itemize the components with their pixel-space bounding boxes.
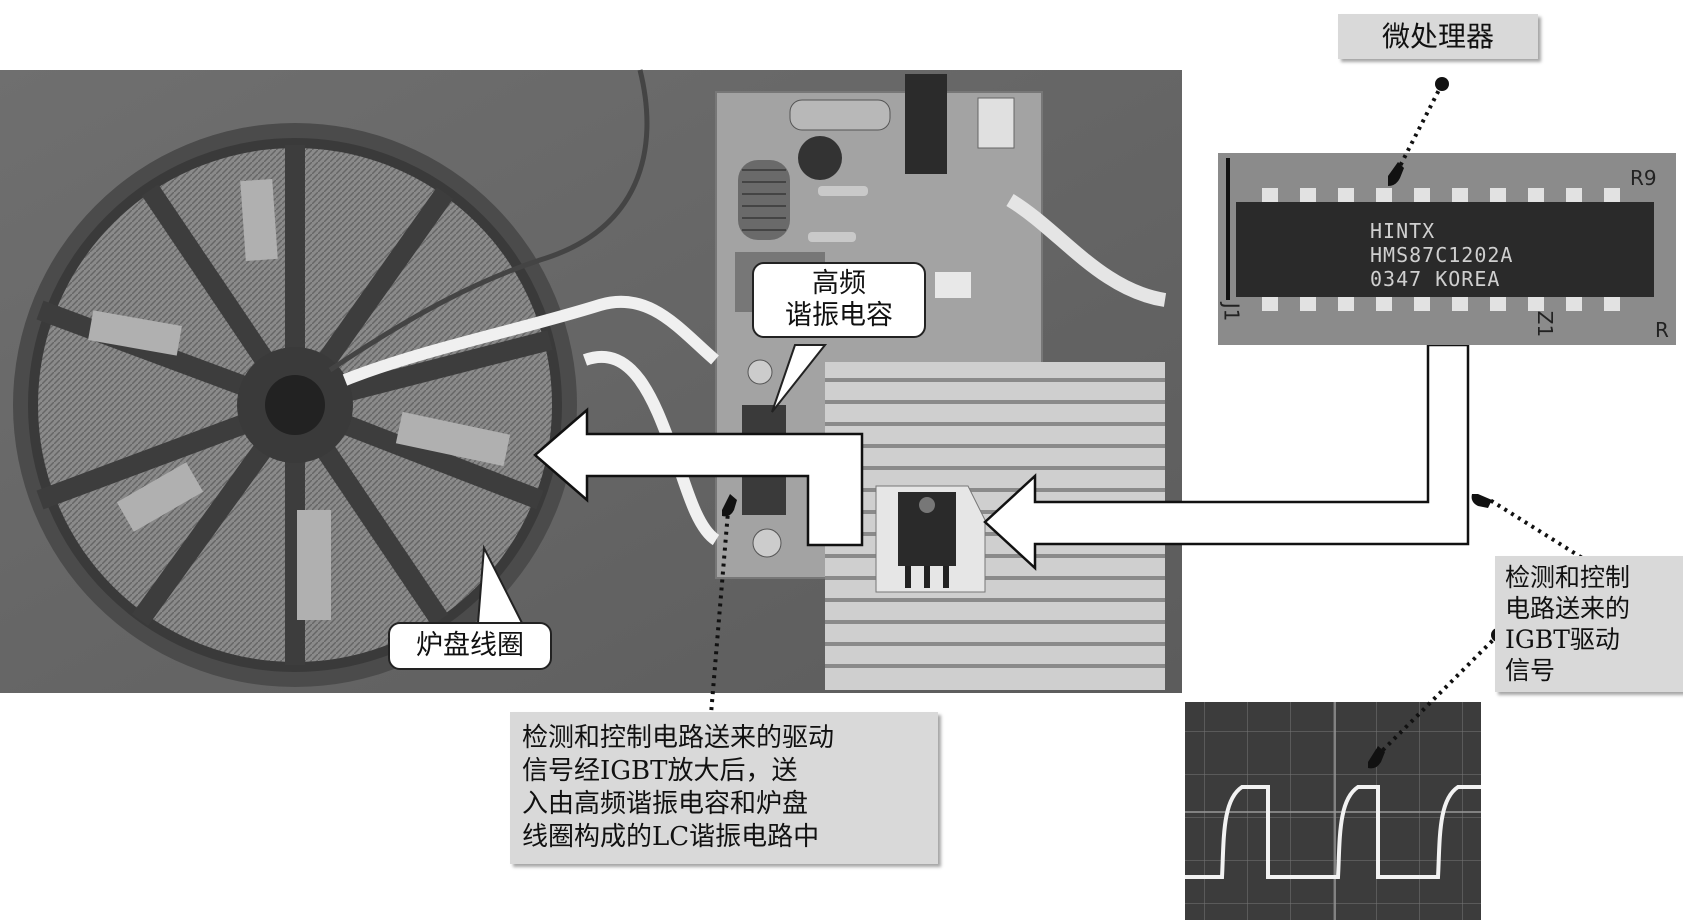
resonant-capacitor-label-line2: 谐振电容 (785, 300, 893, 331)
pcb-marking-r9: R9 (1630, 166, 1657, 190)
chip-marking-line2: HMS87C1202A (1370, 243, 1514, 267)
signal-arrow-to-igbt (983, 343, 1470, 571)
main-description-line3: 入由高频谐振电容和炉盘 (522, 789, 809, 819)
pcb-marking-z1: Z1 (1533, 310, 1558, 338)
oscilloscope-waveform (1185, 702, 1481, 920)
pcb-marking-r: R (1655, 318, 1669, 342)
coil-callout: 炉盘线圈 (388, 622, 552, 670)
main-description-label: 检测和控制电路送来的驱动 信号经IGBT放大后，送 入由高频谐振电容和炉盘 线圈… (510, 712, 938, 864)
induction-coil (13, 123, 577, 687)
igbt-drive-signal-label: 检测和控制 电路送来的 IGBT驱动 信号 (1495, 556, 1683, 692)
coil-label: 炉盘线圈 (416, 630, 524, 661)
microprocessor-label: 微处理器 (1338, 14, 1538, 59)
ribbon-cable (1006, 193, 1167, 307)
callout-tail-capacitor (771, 344, 828, 413)
resonant-capacitor-callout: 高频 谐振电容 (752, 262, 926, 338)
main-description-line2: 信号经IGBT放大后，送 (522, 756, 798, 786)
leader-lines (708, 83, 1597, 758)
igbt-drive-signal-line3: IGBT驱动 (1505, 625, 1620, 654)
igbt-drive-signal-line4: 信号 (1505, 656, 1556, 685)
igbt-transistor (875, 485, 986, 593)
main-description-line1: 检测和控制电路送来的驱动 (522, 723, 835, 753)
chip-marking-line1: HINTX (1370, 219, 1436, 243)
igbt-drive-signal-line1: 检测和控制 (1505, 563, 1631, 592)
pcb-marking-j1: J1 (1219, 302, 1244, 322)
microprocessor-label-text: 微处理器 (1381, 20, 1494, 53)
signal-arrow-to-coil (533, 407, 864, 547)
chip-marking-line3: 0347 KOREA (1370, 267, 1501, 291)
main-description-line4: 线圈构成的LC谐振电路中 (522, 822, 820, 852)
microprocessor-photo (1218, 153, 1676, 345)
pointing-hand-icons (722, 162, 1492, 769)
igbt-drive-signal-line2: 电路送来的 (1505, 594, 1631, 623)
resonant-capacitor-label-line1: 高频 (812, 268, 866, 299)
